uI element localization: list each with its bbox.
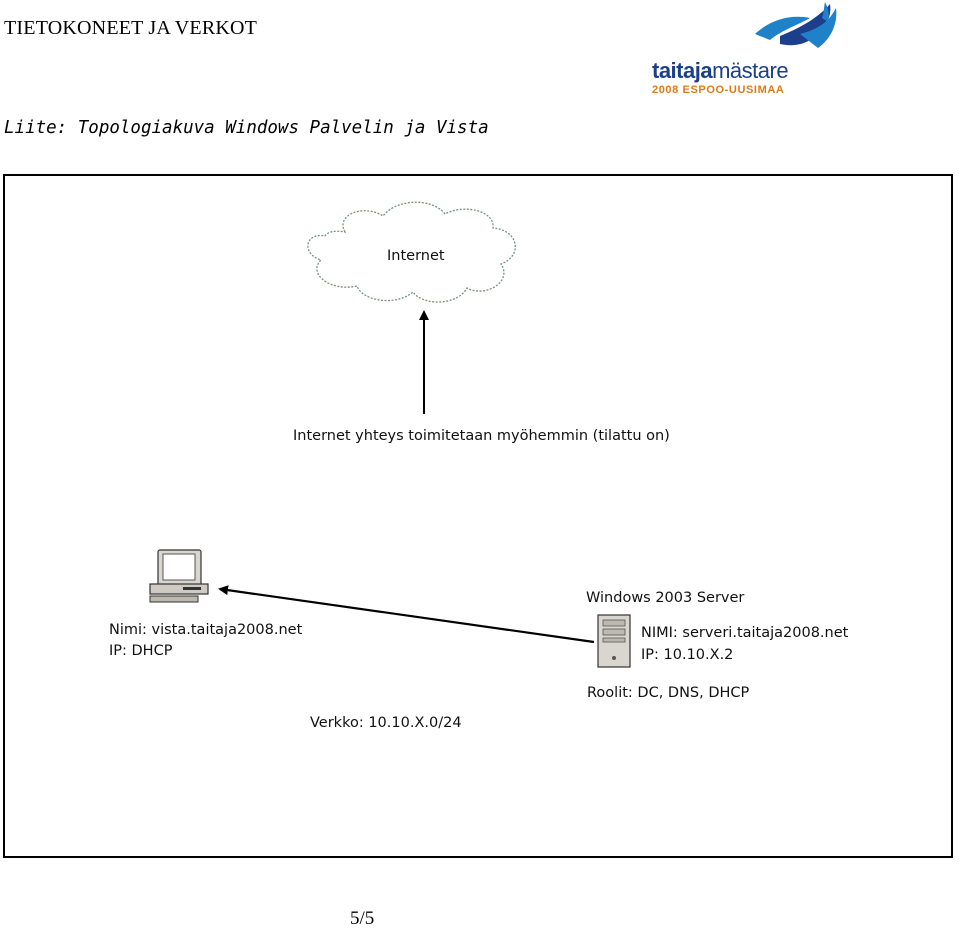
client-name-label: Nimi: vista.taitaja2008.net bbox=[109, 622, 303, 638]
page-number: 5/5 bbox=[350, 908, 375, 929]
internet-connection-note: Internet yhteys toimitetaan myöhemmin (t… bbox=[293, 428, 670, 444]
bird-logo-icon bbox=[755, 2, 837, 48]
topology-diagram-graphics bbox=[149, 201, 631, 668]
attachment-title: Liite: Topologiakuva Windows Palvelin ja… bbox=[4, 118, 489, 138]
server-title-label: Windows 2003 Server bbox=[586, 590, 745, 606]
logo-subtitle: 2008 ESPOO-UUSIMAA bbox=[652, 84, 785, 96]
client-ip-label: IP: DHCP bbox=[109, 643, 173, 659]
server-ip-label: IP: 10.10.X.2 bbox=[641, 647, 734, 663]
client-computer-icon bbox=[149, 549, 209, 603]
logo-wordmark: taitajamästare bbox=[652, 58, 789, 83]
topology-diagram-frame: Internet Internet yhteys toimitetaan myö… bbox=[3, 174, 953, 858]
internet-cloud-label: Internet bbox=[387, 248, 445, 264]
taitaja-logo: taitajamästare 2008 ESPOO-UUSIMAA bbox=[650, 0, 840, 100]
server-roles-label: Roolit: DC, DNS, DHCP bbox=[587, 685, 750, 701]
document-header-title: TIETOKONEET JA VERKOT bbox=[4, 17, 258, 39]
network-label: Verkko: 10.10.X.0/24 bbox=[310, 715, 462, 731]
server-name-label: NIMI: serveri.taitaja2008.net bbox=[641, 625, 849, 641]
server-client-link-arrow bbox=[218, 585, 595, 644]
internet-cloud-icon bbox=[307, 201, 516, 303]
server-tower-icon bbox=[597, 614, 631, 668]
